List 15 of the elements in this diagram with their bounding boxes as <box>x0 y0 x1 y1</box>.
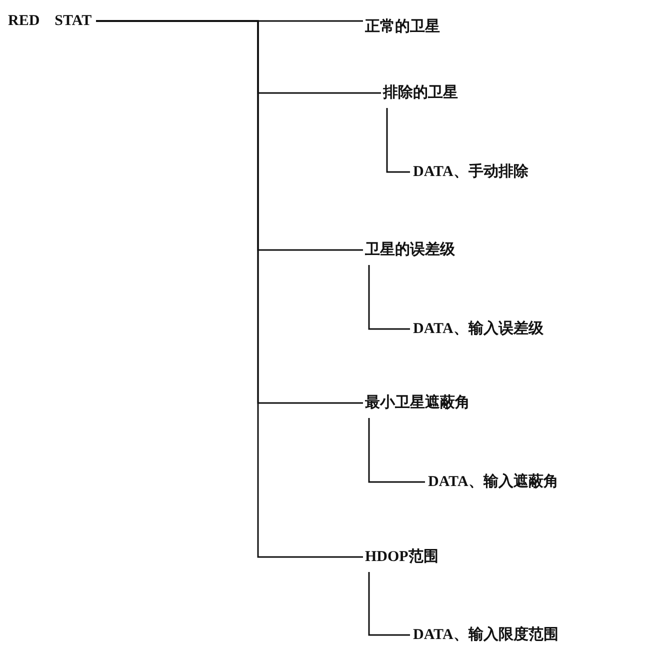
item-label: 最小卫星遮蔽角 <box>365 394 470 412</box>
item-label: DATA、手动排除 <box>413 163 528 181</box>
item-label: DATA、输入误差级 <box>413 320 544 338</box>
connector-line <box>386 108 410 173</box>
item-label: HDOP范围 <box>365 548 438 566</box>
item-label: 排除的卫星 <box>383 84 458 102</box>
item-label: 正常的卫星 <box>365 18 440 36</box>
item-label: DATA、输入遮蔽角 <box>428 473 558 491</box>
connector-line <box>368 418 425 483</box>
connector-line <box>368 265 410 330</box>
item-label: 卫星的误差级 <box>365 241 455 259</box>
connector-line <box>96 20 363 558</box>
item-label: RED STAT <box>8 12 92 30</box>
connector-line <box>368 572 410 636</box>
item-label: DATA、输入限度范围 <box>413 626 558 644</box>
